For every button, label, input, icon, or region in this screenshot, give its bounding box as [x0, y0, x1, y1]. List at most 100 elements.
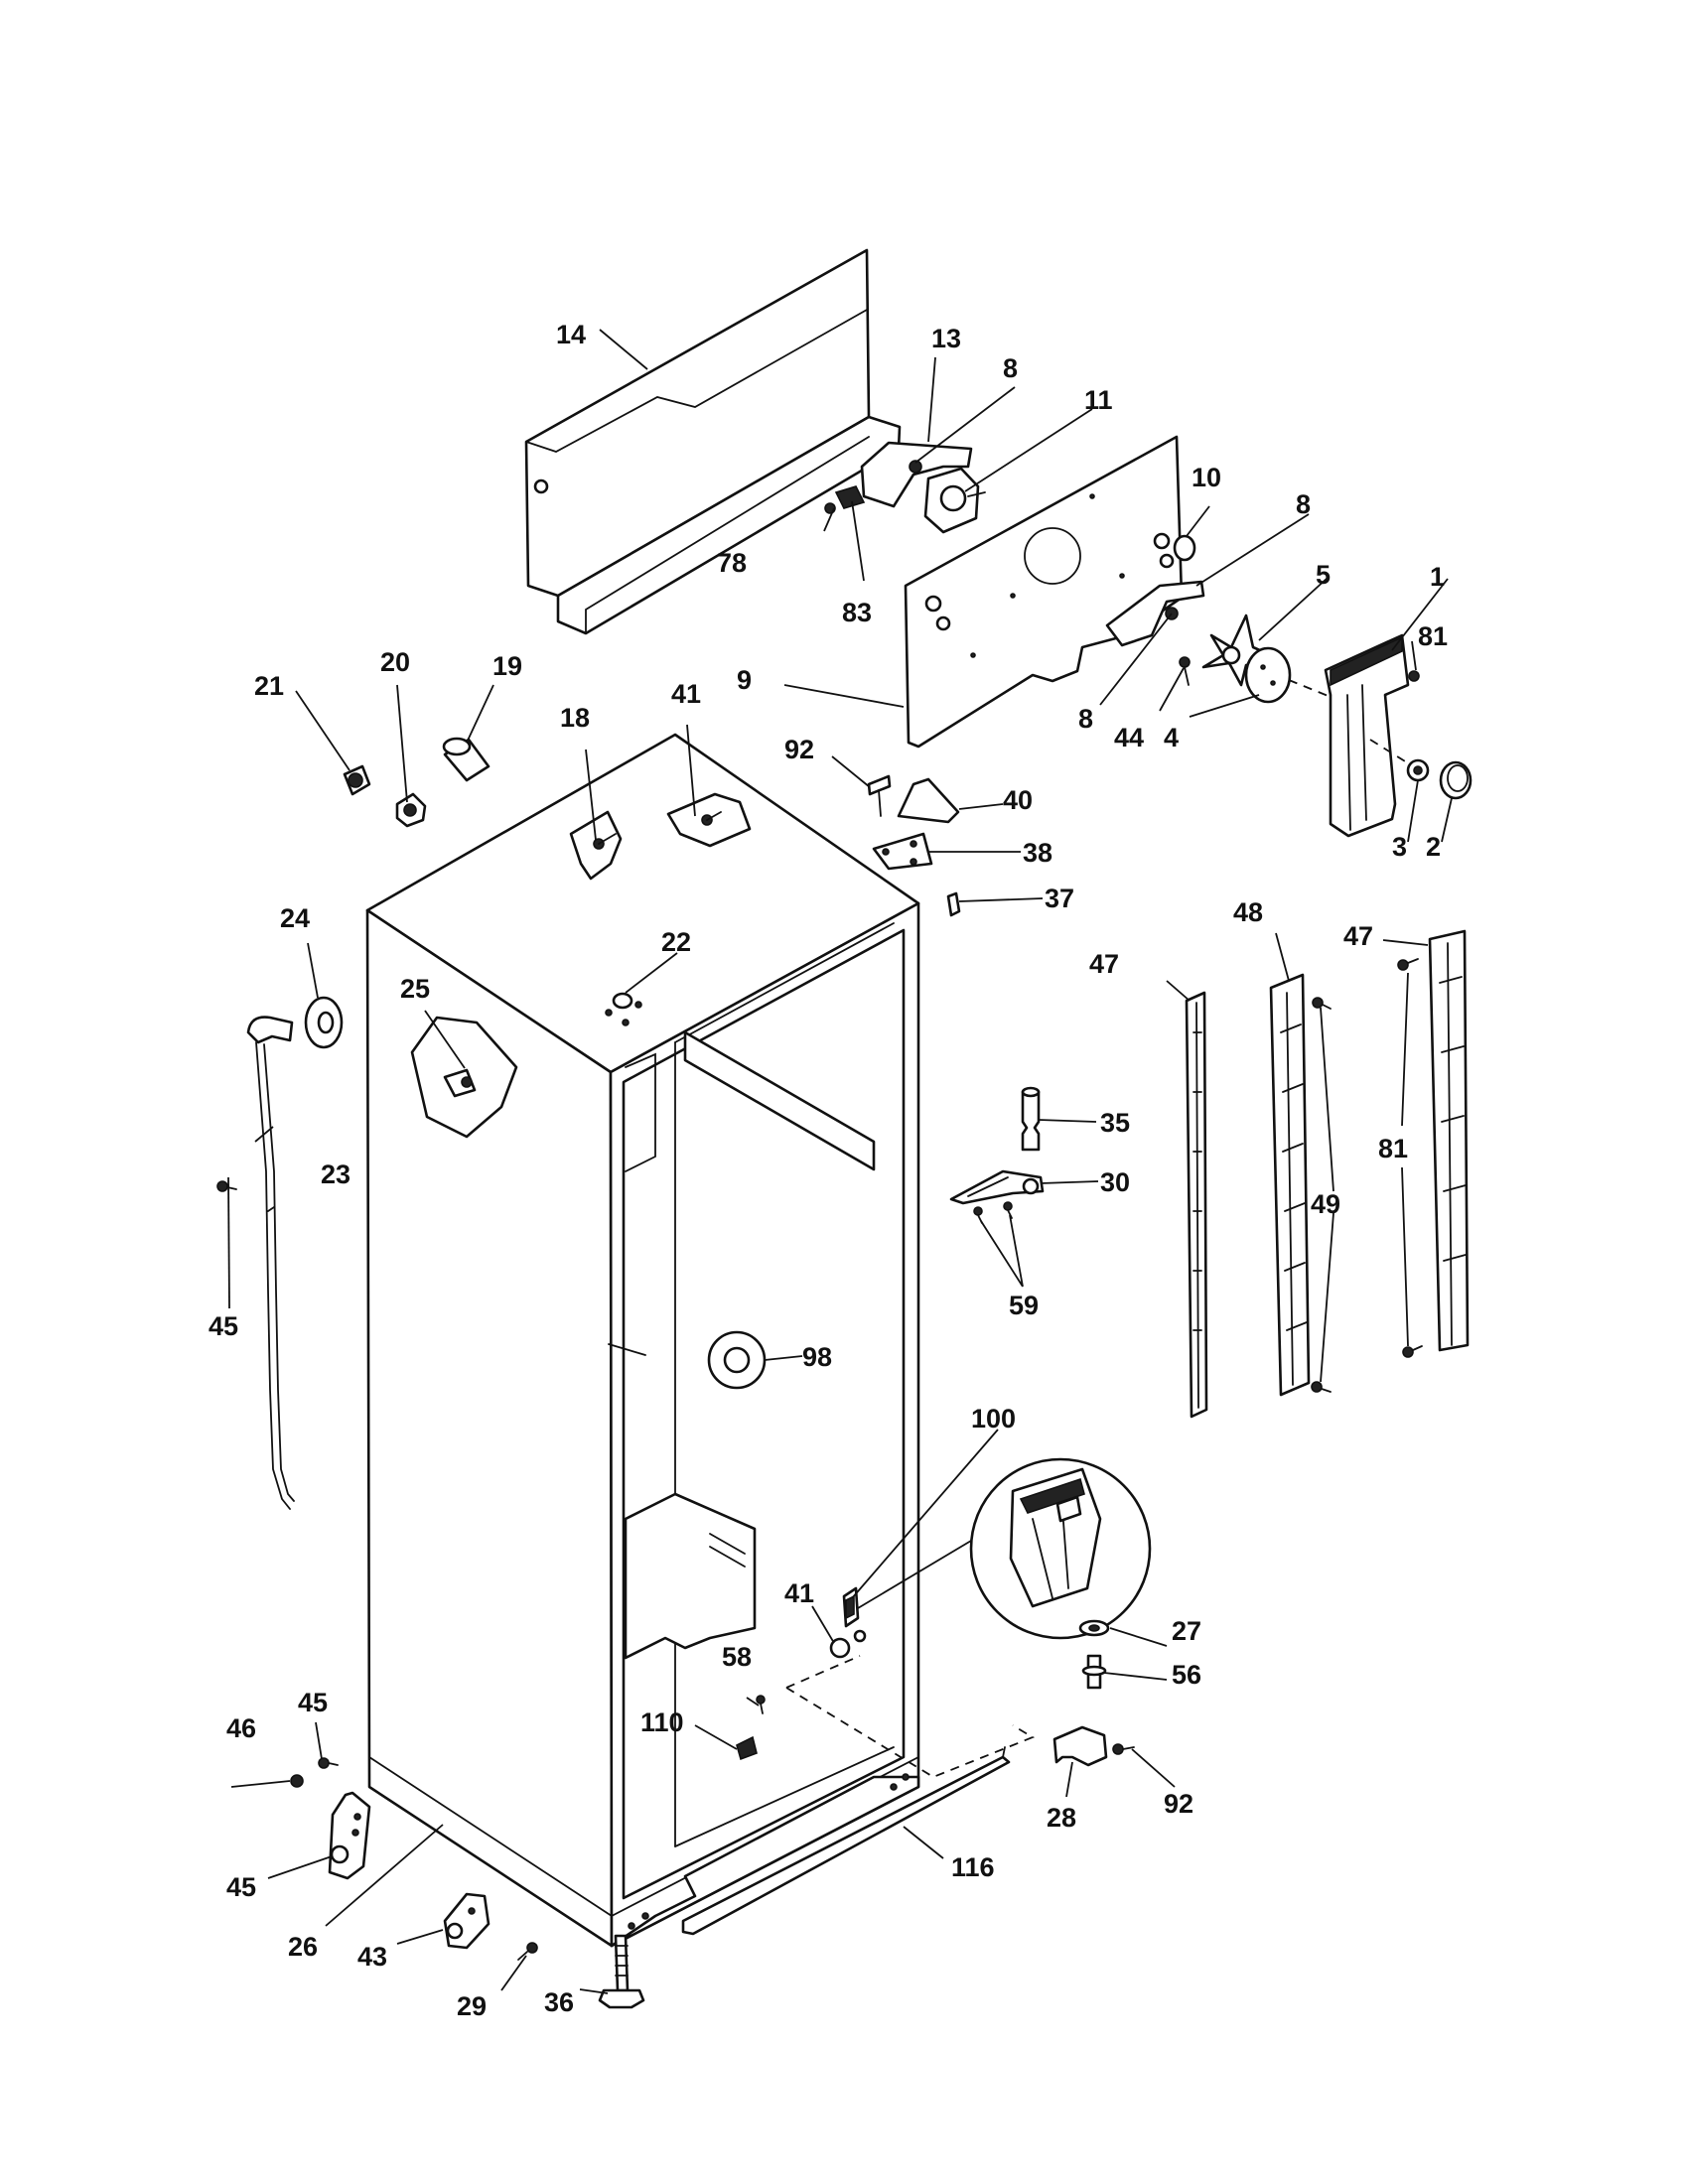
part-92-bolt-lower: [1112, 1743, 1135, 1755]
callout-36: 35: [1100, 1108, 1130, 1138]
callout-41-lower: 41: [784, 1578, 814, 1608]
callout-20: 20: [380, 647, 410, 677]
part-47-trim-left: [1185, 991, 1208, 1419]
part-43-hinge-bracket: [443, 1892, 491, 1950]
part-59-screws: [973, 1201, 1013, 1224]
part-38-hinge-plate: [872, 832, 933, 871]
part-40-hinge-cover: [897, 777, 960, 824]
part-10-evaporator-cover: [904, 435, 1184, 749]
part-28-screw: [517, 1942, 538, 1961]
part-92-bolt-top: [867, 774, 892, 817]
part-20-nut: [395, 792, 427, 828]
part-11-grommet: [1173, 534, 1196, 562]
callout-43: 43: [357, 1942, 387, 1972]
callout-37: 37: [1045, 884, 1074, 913]
part-23-door-stop-rod: [246, 1016, 295, 1510]
callout-10: 9: [737, 665, 752, 695]
callout-59: 59: [1009, 1291, 1039, 1320]
callout-18: 18: [560, 703, 590, 733]
callout-56: 56: [1172, 1660, 1201, 1690]
callout-35: 30: [1100, 1167, 1130, 1197]
part-58-screw: [756, 1695, 766, 1714]
part-14-bracket: [860, 441, 973, 508]
callout-92-lower: 92: [1164, 1789, 1193, 1819]
callout-46: 46: [226, 1713, 256, 1743]
callout-41-top: 41: [671, 679, 701, 709]
callout-4: 4: [1164, 723, 1179, 752]
callout-2: 2: [1426, 832, 1441, 862]
callout-92-top: 92: [784, 735, 814, 764]
part-30-bracket: [1052, 1725, 1108, 1767]
callout-25: 25: [400, 974, 430, 1004]
callout-23: 23: [321, 1160, 351, 1189]
part-46-washer: [290, 1774, 304, 1788]
callout-28: 29: [457, 1991, 487, 2021]
callout-13: 11: [1084, 385, 1113, 415]
callout-1: 1: [1430, 562, 1445, 592]
callout-labels: 14 13 8 11 10 8 5 1 81 78 83 9 8 44 4 3 …: [209, 320, 1448, 2021]
part-48-trim-center: [1269, 973, 1311, 1397]
part-56-pin: [1081, 1654, 1107, 1690]
part-116-rail: [681, 1746, 1011, 1936]
callout-98: 98: [802, 1342, 832, 1372]
callout-22: 22: [661, 927, 691, 957]
callout-21: 21: [254, 671, 284, 701]
callout-17: 14: [556, 320, 586, 349]
part-98-grommet: [707, 1330, 767, 1390]
callout-9: 8: [1296, 489, 1311, 519]
part-24-washer: [304, 996, 344, 1049]
callout-40: 40: [1003, 785, 1033, 815]
leader-lines: [227, 329, 1453, 1994]
callout-45-lower: 45: [298, 1688, 328, 1717]
callout-8-lower: 8: [1078, 704, 1093, 734]
part-22-plug: [612, 992, 633, 1010]
part-4-fan-plate: [1244, 646, 1292, 704]
callout-81-top: 81: [1418, 621, 1448, 651]
callout-45-fan: 44: [1114, 723, 1144, 752]
part-19-spacer: [442, 737, 491, 782]
part-27-leveling-leg: [598, 1934, 645, 2009]
part-100-detail-circle: [969, 1457, 1152, 1640]
callout-30: 28: [1047, 1803, 1076, 1833]
part-36-hinge-pin: [1021, 1086, 1041, 1152]
callout-47-left: 47: [1089, 949, 1119, 979]
callout-3: 3: [1392, 832, 1407, 862]
part-49-screws: [1311, 997, 1332, 1393]
callout-26: 26: [288, 1932, 318, 1962]
part-18-top-hinge: [569, 810, 623, 881]
callout-8: 8: [1003, 353, 1018, 383]
part-45-screw-fan: [1179, 656, 1191, 686]
callout-29: 27: [1172, 1616, 1201, 1646]
part-100-bracket: [842, 1586, 860, 1628]
part-26-cabinet: [365, 733, 920, 1948]
part-45-screw-left: [216, 1180, 237, 1192]
dash-duct-to-nut: [1369, 739, 1411, 765]
part-29-washer: [1078, 1619, 1110, 1637]
callout-116: 116: [951, 1852, 995, 1882]
part-35-center-hinge: [949, 1169, 1045, 1205]
part-44-lower-hinge: [328, 1791, 371, 1880]
part-81-screws: [1397, 958, 1423, 1358]
callout-100: 100: [971, 1404, 1016, 1433]
part-47-trim-right: [1428, 929, 1470, 1352]
part-37-pin: [946, 891, 961, 917]
part-21-bushing: [343, 764, 371, 796]
callout-5: 5: [1316, 560, 1331, 590]
part-2-knob: [1439, 760, 1473, 800]
part-9-link: [1105, 580, 1205, 647]
callout-110: 110: [640, 1707, 684, 1737]
part-1-air-duct: [1324, 633, 1410, 838]
part-110-clip: [736, 1735, 758, 1761]
callout-48: 48: [1233, 897, 1263, 927]
part-81-screw-duct: [1408, 670, 1420, 682]
part-98-wire: [608, 1343, 646, 1356]
callout-11: 10: [1192, 463, 1221, 492]
dash-fan-to-duct: [1288, 679, 1332, 698]
part-45-screw-lower: [318, 1757, 339, 1769]
callout-47-right: 47: [1343, 921, 1373, 951]
part-25-side-bracket: [410, 1016, 518, 1139]
part-17-upper-cover: [524, 248, 902, 635]
part-5-fan-blade: [1201, 614, 1278, 687]
callout-24: 24: [280, 903, 310, 933]
